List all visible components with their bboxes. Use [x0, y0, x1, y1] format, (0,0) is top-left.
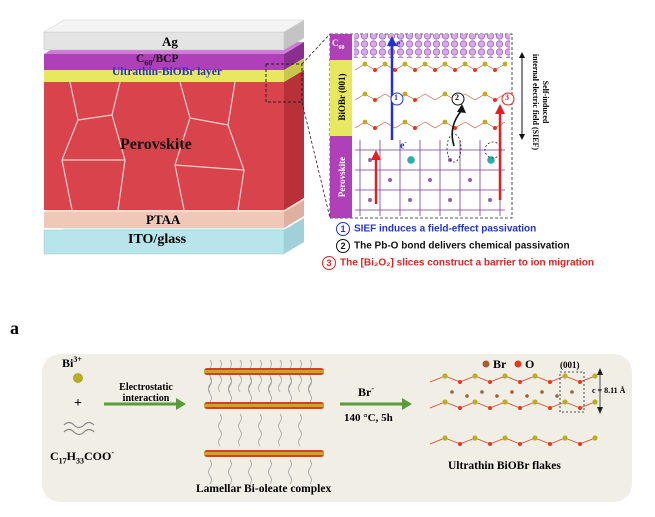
biobr-flakes	[429, 368, 603, 446]
ptaa-label: PTAA	[146, 212, 181, 227]
bi-ion-ball	[73, 373, 83, 383]
facet-label: (001)	[560, 360, 580, 370]
inset-c60-label: C60	[332, 38, 345, 51]
inset-perovskite-label: Perovskite	[337, 156, 347, 198]
oleate-squiggle	[63, 421, 95, 429]
unit-cell-box	[559, 371, 585, 413]
panel-label-a: a	[10, 318, 19, 338]
oleate-label: C17H33COO-	[50, 448, 115, 466]
flakes-caption: Ultrathin BiOBr flakes	[448, 460, 561, 472]
c-param-label: c = 8.11 Å	[592, 386, 626, 395]
arrow-1	[176, 398, 186, 410]
complex-row-1	[204, 368, 324, 375]
o-legend-ball	[514, 360, 522, 368]
marker-3: 3	[505, 93, 509, 102]
perovskite-layer	[44, 82, 284, 210]
biobr-label: Ultrathin-BiOBr layer	[112, 66, 222, 78]
biobr-layer	[44, 70, 284, 82]
ptaa-layer	[44, 212, 284, 228]
electron-top-label: e-	[396, 36, 403, 50]
legend-br-label: Br	[493, 357, 507, 371]
arrow2-bottom-label: 140 °C, 5h	[344, 412, 393, 424]
marker-1: 1	[394, 93, 398, 102]
biobr-lattice	[354, 63, 506, 129]
zoom-box	[265, 63, 303, 103]
plus-sign: +	[74, 396, 82, 411]
ito-label: ITO/glass	[128, 232, 187, 247]
electron-bottom-label: e-	[400, 138, 407, 152]
synthesis-panel	[42, 354, 632, 502]
marker-2: 2	[455, 93, 459, 102]
ag-label: Ag	[162, 34, 178, 49]
biobr-atoms	[362, 61, 508, 130]
complex-row-2	[204, 402, 324, 409]
legend-o-label: O	[525, 357, 535, 371]
complex-caption: Lamellar Bi-oleate complex	[196, 483, 332, 495]
device-stack	[43, 19, 305, 255]
perovskite-label: Perovskite	[120, 136, 192, 153]
complex-row-3	[204, 450, 324, 457]
bi-ion-label: Bi3+	[62, 355, 82, 370]
lamellar-complex	[204, 359, 324, 485]
zoom-inset	[329, 33, 525, 219]
c60-bcp-label: C60/BCP	[136, 53, 179, 68]
c60-layer	[44, 54, 284, 70]
arrow2-top-label: Br-	[358, 384, 375, 399]
br-legend-ball	[482, 360, 490, 368]
arrow-2	[402, 398, 412, 410]
grain-boundaries	[61, 81, 245, 211]
